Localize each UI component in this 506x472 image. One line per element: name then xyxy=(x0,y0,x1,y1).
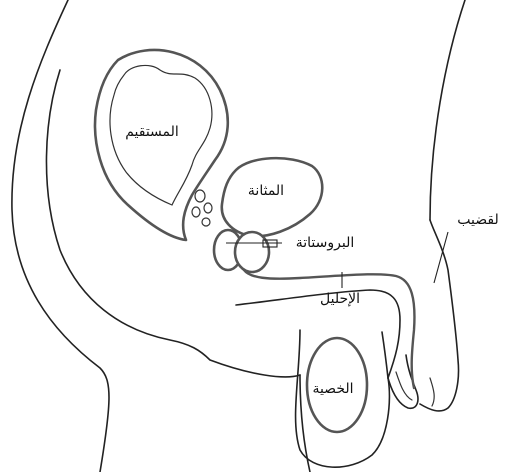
prostate-lobe-right xyxy=(235,232,269,272)
label-rectum: المستقيم xyxy=(125,124,179,140)
label-bladder: المثانة xyxy=(248,183,284,199)
abdomen-outline xyxy=(430,0,465,220)
label-prostate: البروستاتة xyxy=(296,235,355,251)
penis-upper-outline xyxy=(420,220,459,411)
seminal-vesicle-4 xyxy=(202,218,210,226)
rectum-outer xyxy=(95,50,228,240)
label-testicle: الخصية xyxy=(312,381,353,397)
label-urethra: الإحليل xyxy=(320,291,360,307)
seminal-vesicle-1 xyxy=(195,190,205,202)
seminal-vesicle-2 xyxy=(204,203,212,213)
seminal-vesicle-3 xyxy=(192,207,200,217)
penis-leader xyxy=(434,232,448,283)
label-penis: لقضيب xyxy=(457,212,498,228)
